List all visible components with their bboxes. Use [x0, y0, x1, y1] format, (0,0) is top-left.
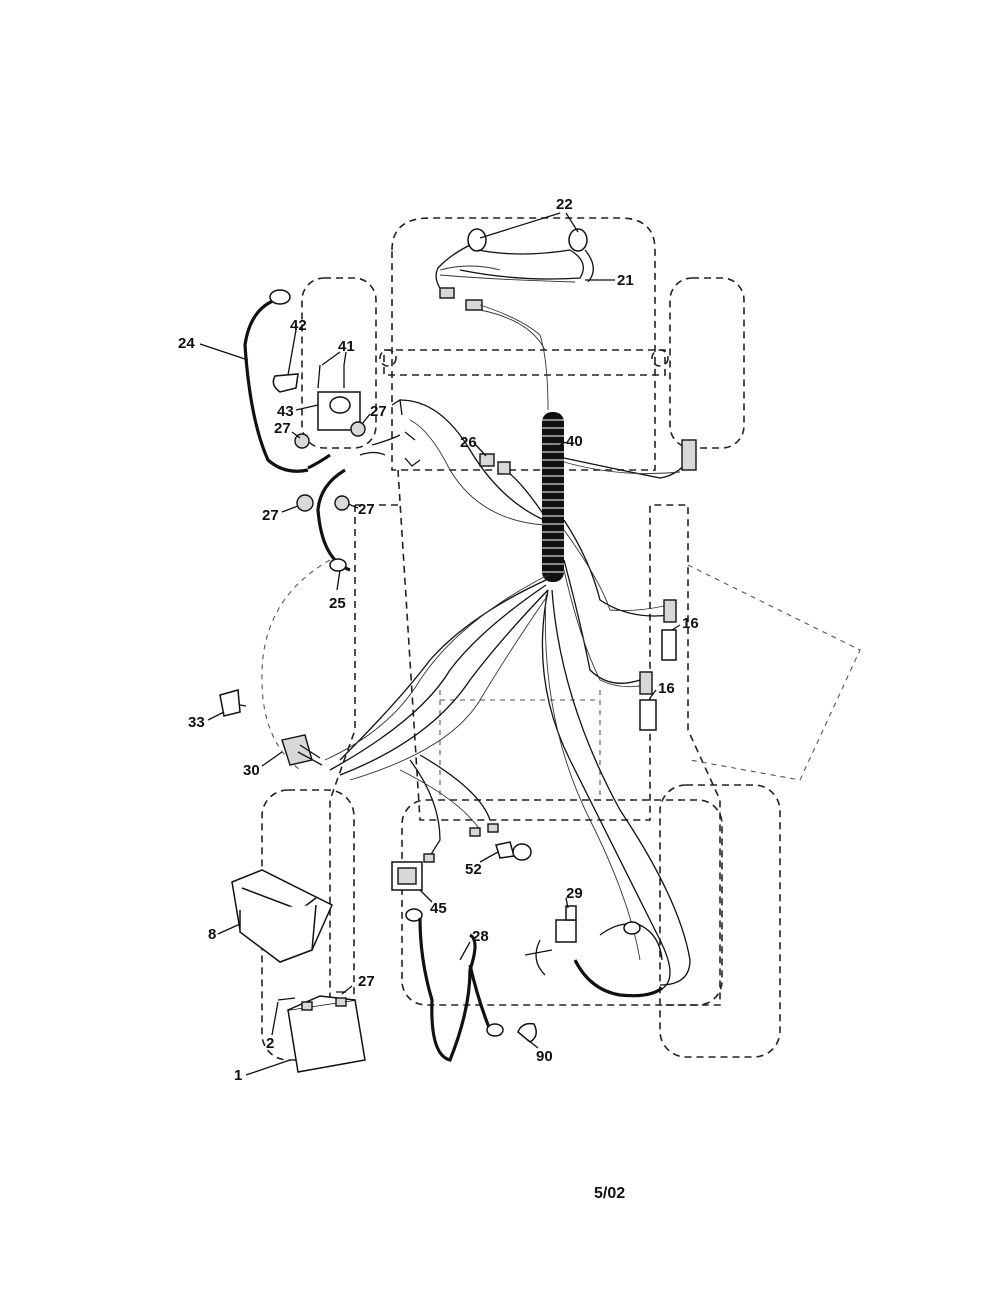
headlight-connector-a	[439, 287, 455, 299]
connector-26-a	[479, 453, 495, 467]
callout-27-c: 27	[262, 507, 279, 524]
callout-33: 33	[188, 714, 205, 731]
key-33	[219, 689, 241, 717]
seat-switch-29	[555, 919, 577, 943]
battery-assembly	[231, 869, 366, 1073]
ignition-assembly	[219, 689, 323, 766]
callout-27-d: 27	[358, 501, 375, 518]
main-harness	[324, 304, 697, 991]
connector-b	[469, 827, 481, 837]
callout-16-b: 16	[658, 680, 675, 697]
front-wheel-right-outline	[669, 277, 745, 449]
front-wheel-left-outline	[301, 277, 377, 449]
rear-seat-outline	[401, 799, 723, 1006]
instrument-parts	[391, 841, 532, 891]
callout-90: 90	[536, 1048, 553, 1065]
connector-a	[423, 853, 435, 863]
boot-42	[272, 373, 299, 393]
leader-lines	[199, 212, 681, 1076]
callout-2: 2	[266, 1035, 274, 1052]
callout-27-a: 27	[370, 403, 387, 420]
callout-52: 52	[465, 861, 482, 878]
callout-42: 42	[290, 317, 307, 334]
callout-labels: 22 21 24 42 41 43 27 27 27 27 26 40 25 1…	[178, 196, 699, 1084]
headlight-harness	[435, 244, 594, 296]
callout-40: 40	[566, 433, 583, 450]
switch-16-lower	[639, 699, 657, 731]
cable-28	[418, 917, 477, 1062]
headlight-connector-b	[465, 299, 483, 311]
ground-cable-assembly	[405, 908, 537, 1062]
mower-deck-outline	[261, 559, 861, 781]
callout-45: 45	[430, 900, 447, 917]
hour-meter-45	[391, 861, 423, 891]
tractor-outline	[261, 217, 861, 1061]
callout-27-e: 27	[358, 973, 375, 990]
callout-27-b: 27	[274, 420, 291, 437]
headlight-right	[568, 228, 588, 252]
harness-sleeve	[542, 412, 564, 582]
connector-c	[487, 823, 499, 833]
callout-24: 24	[178, 335, 195, 352]
callout-8: 8	[208, 926, 216, 943]
callout-41: 41	[338, 338, 355, 355]
headlight-left	[467, 228, 487, 252]
connector-16-upper	[663, 599, 677, 623]
callout-28: 28	[472, 928, 489, 945]
callout-22: 22	[556, 196, 573, 213]
headlight-assembly	[435, 228, 594, 311]
cable-24	[243, 298, 309, 473]
axle-pivot-left	[379, 349, 397, 367]
seat-switch-assembly	[524, 905, 664, 998]
callout-26: 26	[460, 434, 477, 451]
callout-43: 43	[277, 403, 294, 420]
center-panel-outline	[439, 690, 601, 800]
callout-21: 21	[617, 272, 634, 289]
callout-29: 29	[566, 885, 583, 902]
callout-1: 1	[234, 1067, 242, 1084]
hood-outline	[391, 217, 656, 471]
boot-90	[517, 1022, 537, 1043]
frame-outline	[397, 469, 721, 1006]
coiled-wire	[573, 959, 664, 998]
callout-30: 30	[243, 762, 260, 779]
front-axle-outline	[383, 349, 666, 376]
connector-26-b	[497, 461, 511, 475]
cable-25	[316, 468, 351, 572]
frame-inner-outline	[329, 504, 398, 1000]
callout-16-a: 16	[682, 615, 699, 632]
callout-25: 25	[329, 595, 346, 612]
light-52	[495, 841, 515, 859]
switch-16-upper	[661, 629, 677, 661]
battery-1	[287, 999, 366, 1073]
rear-wheel-right-outline	[659, 784, 781, 1058]
axle-pivot-right	[651, 349, 669, 367]
solenoid-assembly	[243, 289, 401, 572]
right-connector	[681, 439, 697, 471]
revision-date: 5/02	[594, 1185, 625, 1202]
connector-16-lower	[639, 671, 653, 695]
